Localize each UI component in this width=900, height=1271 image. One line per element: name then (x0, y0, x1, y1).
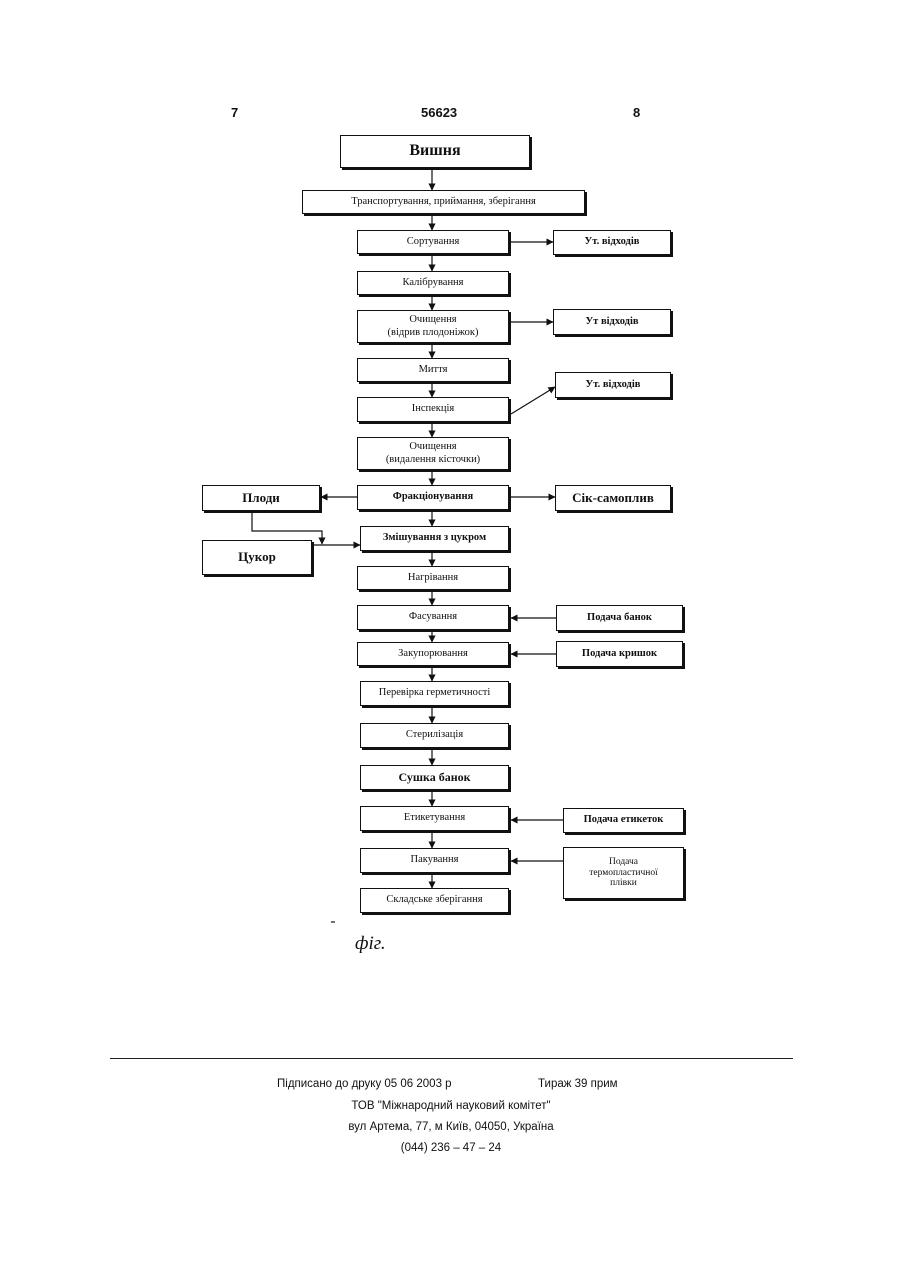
step-label: Миття (419, 364, 448, 376)
waste-arrow (511, 387, 555, 414)
step-label: Фракціонування (393, 491, 473, 503)
step-calibration: Калібрування (357, 271, 509, 295)
lid-supply-box: Подача кришок (556, 641, 683, 667)
step-label: Вишня (409, 142, 460, 160)
step-inspection: Інспекція (357, 397, 509, 422)
waste-box-sorting: Ут. відходів (553, 230, 671, 255)
step-label: Очищення (409, 441, 456, 453)
footer-address: вул Артема, 77, м Київ, 04050, Україна (0, 1121, 900, 1133)
step-cleaning-pits: Очищення (видалення кісточки) (357, 437, 509, 470)
step-packing: Пакування (360, 848, 509, 873)
waste-box-cleaning: Ут відходів (553, 309, 671, 335)
step-filling: Фасування (357, 605, 509, 630)
step-label: Інспекція (412, 403, 455, 415)
step-label: Калібрування (402, 277, 463, 289)
waste-box-inspection: Ут. відходів (555, 372, 671, 398)
step-label: Пакування (411, 854, 459, 866)
step-fractionation: Фракціонування (357, 485, 509, 510)
step-warehouse-storage: Складське зберігання (360, 888, 509, 913)
step-label: Складське зберігання (386, 894, 482, 906)
step-cleaning-stems: Очищення (відрив плодоніжок) (357, 310, 509, 343)
step-mixing-sugar: Змішування з цукром (360, 526, 509, 551)
sugar-box: Цукор (202, 540, 312, 575)
step-transport-receiving-storage: Транспортування, приймання, зберігання (302, 190, 585, 214)
side-label: Подача етикеток (584, 814, 664, 826)
step-labeling: Етикетування (360, 806, 509, 831)
step-seal-check: Перевірка герметичності (360, 681, 509, 706)
jar-supply-box: Подача банок (556, 605, 683, 631)
step-label: Фасування (409, 611, 457, 623)
step-washing: Миття (357, 358, 509, 382)
label-supply-box: Подача етикеток (563, 808, 684, 833)
figure-caption: фіг. (355, 933, 386, 955)
film-supply-box: Подача термопластичної плівки (563, 847, 684, 899)
step-heating: Нагрівання (357, 566, 509, 590)
side-label: Подача кришок (582, 648, 657, 660)
footer-circulation: Тираж 39 прим (538, 1078, 618, 1090)
step-sorting: Сортування (357, 230, 509, 254)
footer-rule (110, 1058, 793, 1059)
side-label: Подача банок (587, 612, 652, 624)
step-label: Перевірка герметичності (379, 687, 491, 699)
step-sterilization: Стерилізація (360, 723, 509, 748)
step-label: (видалення кісточки) (386, 454, 480, 466)
step-label: Змішування з цукром (383, 532, 486, 544)
footer-organization: ТОВ "Міжнародний науковий комітет" (0, 1100, 900, 1112)
side-label: Цукор (238, 550, 276, 565)
free-run-juice-box: Сік-самоплив (555, 485, 671, 511)
step-label: Закупорювання (398, 648, 468, 660)
step-label: Етикетування (404, 812, 465, 824)
side-label: Ут. відходів (586, 379, 641, 391)
step-label: Очищення (409, 314, 456, 326)
side-label: плівки (610, 878, 637, 889)
step-label: Транспортування, приймання, зберігання (351, 196, 536, 208)
footer-signed-date: Підписано до друку 05 06 2003 р (277, 1078, 452, 1090)
step-jar-drying: Сушка банок (360, 765, 509, 790)
step-capping: Закупорювання (357, 642, 509, 666)
step-cherry: Вишня (340, 135, 530, 168)
side-label: Плоди (242, 491, 280, 506)
step-label: (відрив плодоніжок) (388, 327, 479, 339)
side-label: Ут відходів (585, 316, 638, 328)
footer-phone: (044) 236 – 47 – 24 (0, 1142, 900, 1154)
step-label: Нагрівання (408, 572, 458, 584)
side-label: термопластичної (589, 868, 657, 879)
step-label: Сушка банок (398, 771, 470, 785)
fruit-box: Плоди (202, 485, 320, 511)
side-label: Подача (609, 857, 638, 868)
side-label: Сік-самоплив (572, 491, 654, 506)
step-label: Сортування (407, 236, 460, 248)
side-label: Ут. відходів (585, 236, 640, 248)
step-label: Стерилізація (406, 729, 463, 741)
